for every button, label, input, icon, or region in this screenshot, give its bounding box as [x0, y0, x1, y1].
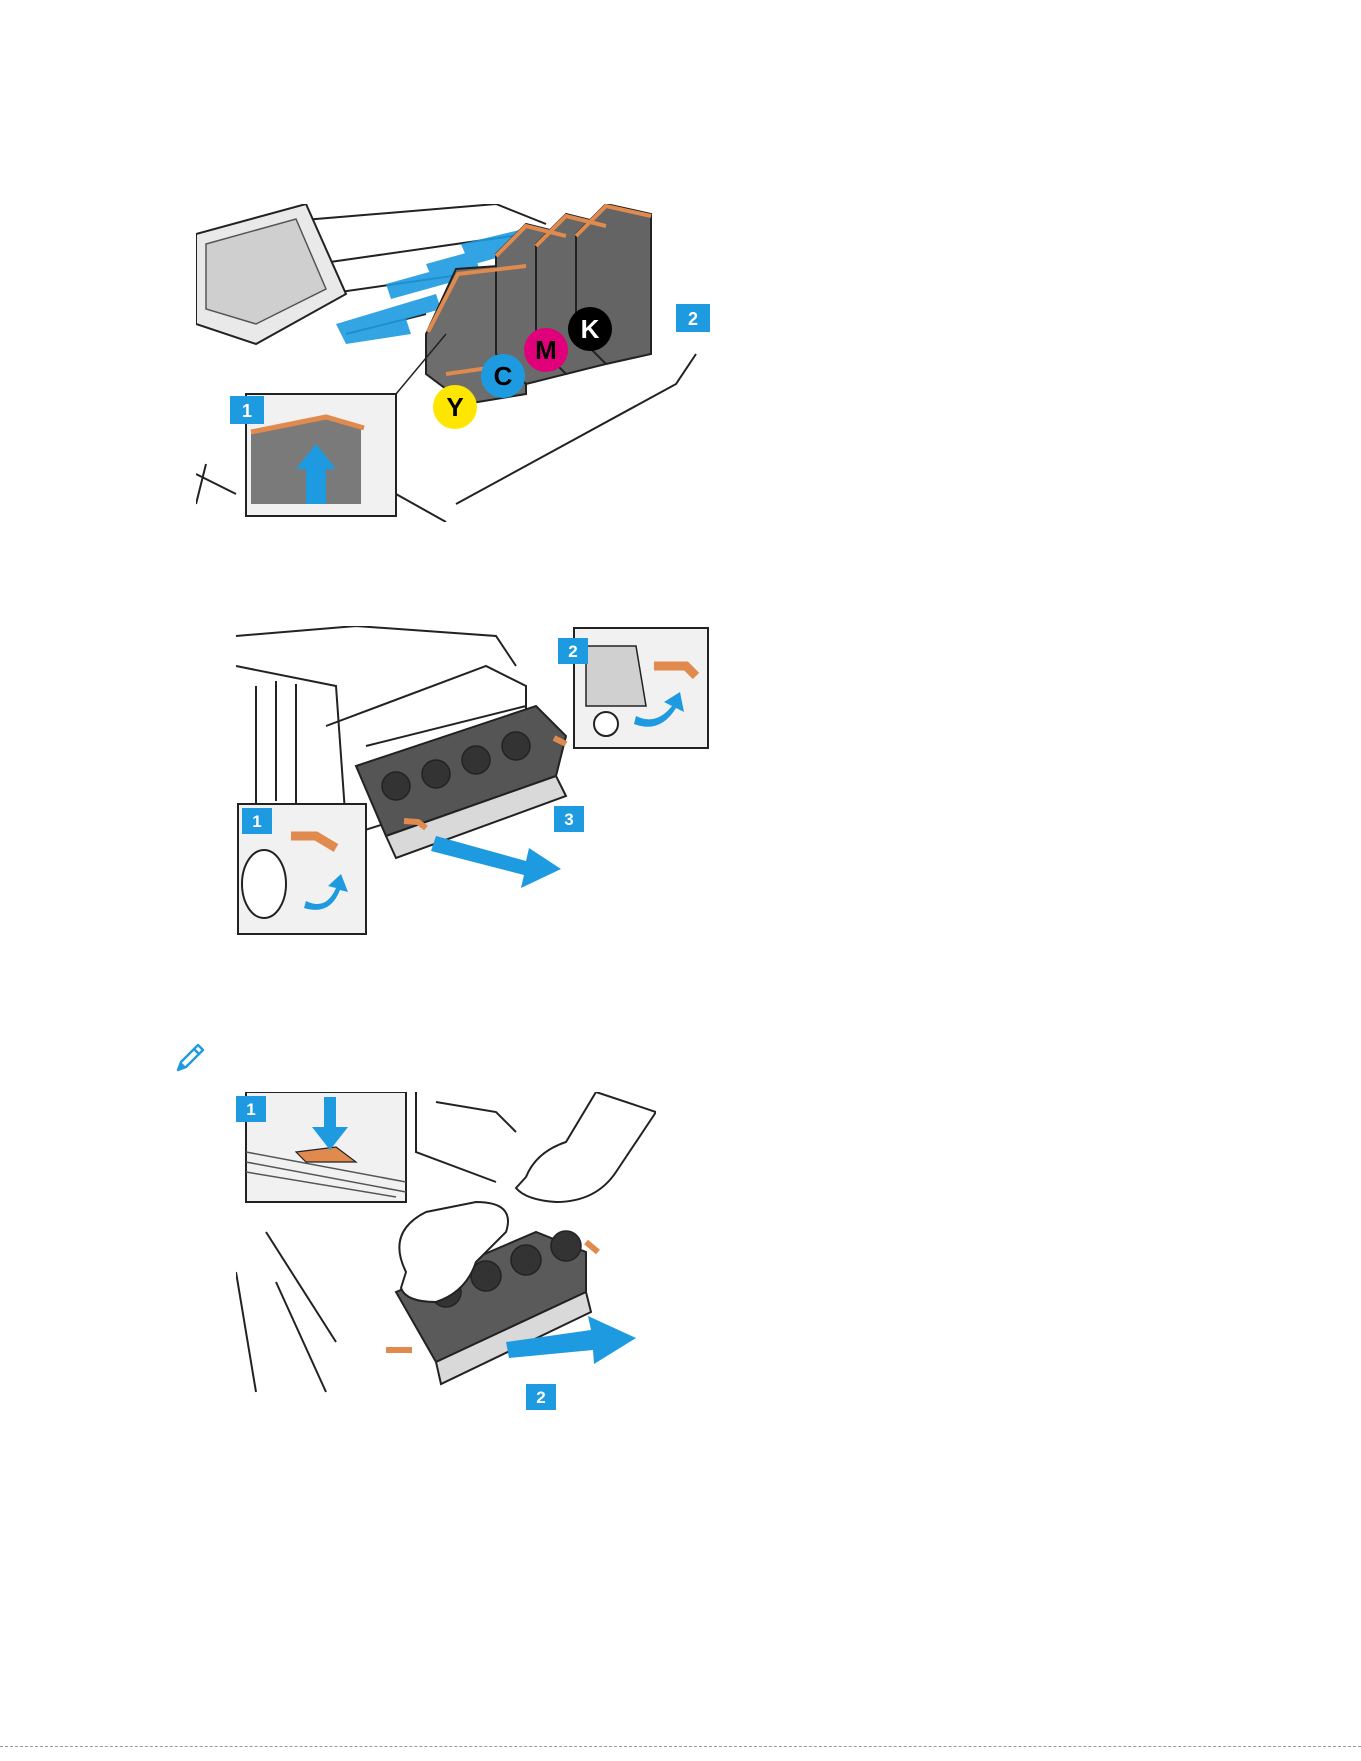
inset-latch-press	[246, 1092, 406, 1202]
figure-toner-cartridges: Y C M K 1	[196, 204, 716, 522]
svg-text:1: 1	[252, 812, 261, 831]
svg-text:1: 1	[242, 401, 252, 421]
footer-rule	[0, 1746, 1361, 1750]
svg-text:2: 2	[568, 642, 577, 661]
callout-2: 2	[526, 1384, 556, 1410]
svg-text:2: 2	[536, 1388, 545, 1407]
inset-detail	[246, 334, 446, 516]
svg-text:3: 3	[564, 810, 573, 829]
figure-drawer-pull: 1 2	[236, 1092, 656, 1412]
svg-text:2: 2	[688, 309, 698, 329]
callout-1: 1	[236, 1096, 266, 1122]
svg-text:M: M	[535, 335, 557, 365]
callout-3: 3	[554, 806, 584, 832]
inset-latch-right	[574, 628, 708, 748]
toner-label-c: C	[481, 354, 525, 398]
callout-1: 1	[230, 396, 264, 424]
toner-label-k: K	[568, 307, 612, 351]
svg-text:K: K	[581, 314, 600, 344]
pencil-icon	[172, 1040, 208, 1076]
svg-text:1: 1	[246, 1100, 255, 1119]
toner-cartridges	[426, 204, 651, 404]
imaging-drawer	[356, 706, 566, 858]
figure-drawer-release: 2 1 3	[236, 626, 712, 936]
toner-label-y: Y	[433, 385, 477, 429]
pull-arrow	[431, 836, 561, 888]
control-panel	[196, 204, 346, 344]
toner-label-m: M	[524, 328, 568, 372]
svg-text:C: C	[494, 361, 513, 391]
svg-text:Y: Y	[446, 392, 463, 422]
callout-1: 1	[242, 808, 272, 834]
callout-2: 2	[676, 304, 710, 332]
callout-2: 2	[558, 638, 588, 664]
